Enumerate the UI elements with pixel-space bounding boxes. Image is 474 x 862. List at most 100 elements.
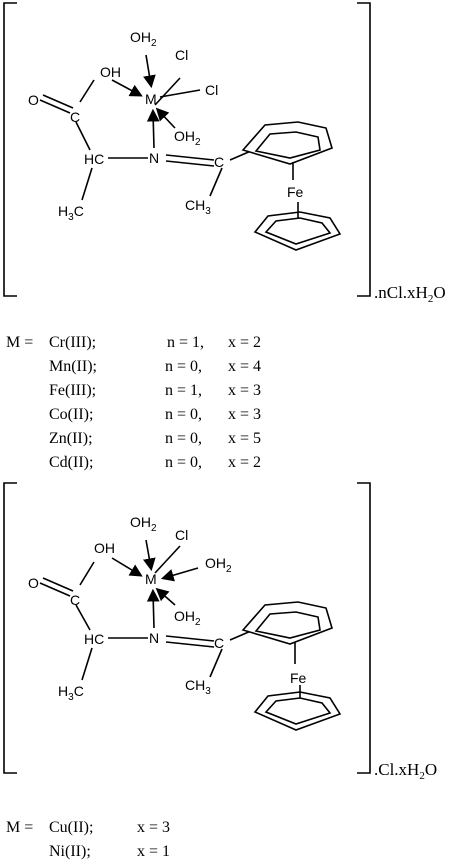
formula-suffix: .Cl.xH2O <box>374 760 437 782</box>
n-cell: n = 1, <box>167 334 204 351</box>
n-cell: n = 0, <box>165 430 202 447</box>
cyclopentadienyl-top-inner <box>254 131 321 159</box>
n-label: N <box>149 150 159 166</box>
co-double-bond-a <box>39 582 71 597</box>
n-c-double-a <box>165 154 215 161</box>
metal-cell: Fe(III); <box>49 382 96 399</box>
right-bracket <box>357 2 371 297</box>
oh2-top-label: OH2 <box>130 29 157 49</box>
table-row: Ni(II); x = 1 <box>49 843 170 860</box>
n-c-double-b <box>165 160 215 167</box>
oh2-bottom-label: OH2 <box>174 128 201 148</box>
x-cell: x = 3 <box>228 382 261 399</box>
hc-label: HC <box>84 631 104 647</box>
n-cell: n = 0, <box>165 406 202 423</box>
oh2-bottom-label: OH2 <box>174 608 201 628</box>
c-hc-bond <box>75 121 91 151</box>
n-c-double-b <box>165 641 215 648</box>
cyclopentadienyl-bottom-inner <box>264 217 332 245</box>
table-row: Cr(III); n = 1, x = 2 <box>49 334 261 351</box>
x-cell: x = 4 <box>228 358 261 375</box>
cyclopentadienyl-top-inner <box>254 611 321 639</box>
oh-label: OH <box>94 540 115 556</box>
o-label: O <box>28 92 39 108</box>
c-label: C <box>70 109 80 125</box>
m-cl1-bond <box>154 77 181 106</box>
table-row: Co(II); n = 0, x = 3 <box>49 406 261 423</box>
metal-cell: Ni(II); <box>49 843 91 860</box>
n-cell: n = 0, <box>165 454 202 471</box>
oh2-top-label: OH2 <box>130 514 157 534</box>
n-cell: n = 0, <box>165 358 202 375</box>
ch3-label: CH3 <box>185 677 211 697</box>
table-prefix: M = <box>6 334 33 351</box>
oh-to-m-arrow <box>111 557 143 577</box>
metal-cell: Mn(II); <box>49 358 97 375</box>
c-ch3-bond <box>209 648 223 678</box>
complex-1: OH OH2 Cl Cl M O C OH2 HC N C H3C CH3 Fe… <box>3 2 446 305</box>
left-bracket <box>3 482 17 774</box>
table-row: Zn(II); n = 0, x = 5 <box>49 430 261 447</box>
n-label: N <box>149 630 159 646</box>
x-cell: x = 5 <box>228 430 261 447</box>
table-prefix: M = <box>6 819 33 836</box>
imine-c-label: C <box>214 635 224 651</box>
right-bracket <box>357 482 371 774</box>
c-hc-bond <box>75 604 91 631</box>
n-cell: n = 1, <box>165 382 202 399</box>
n-to-m-arrow <box>146 588 160 629</box>
table-row: Cd(II); n = 0, x = 2 <box>49 454 261 471</box>
cl-label: Cl <box>175 527 188 543</box>
metal-cell: Cr(III); <box>49 334 96 351</box>
metal-label: M <box>145 571 157 587</box>
c-label: C <box>70 592 80 608</box>
imine-c-label: C <box>214 154 224 170</box>
m-cl2-bond <box>159 89 201 98</box>
left-bracket <box>3 2 17 297</box>
co-double-bond-b <box>42 577 74 592</box>
fe-label: Fe <box>287 184 304 200</box>
metal-cell: Cu(II); <box>49 819 93 836</box>
c-ch3-bond <box>209 167 223 197</box>
cl1-label: Cl <box>175 47 188 63</box>
table-row: Mn(II); n = 0, x = 4 <box>49 358 261 375</box>
o-label: O <box>28 575 39 591</box>
oh2b-to-m-arrow <box>155 587 176 606</box>
x-cell: x = 3 <box>228 406 261 423</box>
hc-label: HC <box>84 151 104 167</box>
n-to-m-arrow <box>146 108 160 149</box>
x-cell: x = 2 <box>228 334 261 351</box>
metal-cell: Zn(II); <box>49 430 93 447</box>
complex-2: OH OH2 Cl OH2 M O C OH2 HC N C H3C CH3 F… <box>3 482 437 782</box>
oh-to-m-arrow <box>111 79 143 97</box>
c-oh-bond <box>79 561 95 586</box>
h3c-label: H3C <box>58 203 84 223</box>
oh2r-to-m-arrow <box>160 567 199 582</box>
oh2-to-m-arrow <box>143 539 156 572</box>
hc-ch3-bond <box>81 647 93 681</box>
hc-ch3-bond <box>81 167 93 201</box>
formula-suffix: .nCl.xH2O <box>374 283 446 305</box>
metal-cell: Co(II); <box>49 406 93 423</box>
metal-cell: Cd(II); <box>49 454 93 471</box>
cyclopentadienyl-bottom-inner <box>264 697 332 725</box>
oh2-right-label: OH2 <box>205 555 232 575</box>
h3c-label: H3C <box>58 683 84 703</box>
oh-label: OH <box>100 64 121 80</box>
x-cell: x = 3 <box>137 819 170 836</box>
ch3-label: CH3 <box>185 197 211 217</box>
oh2b-to-m-arrow <box>155 107 176 129</box>
oh2-to-m-arrow <box>143 54 156 89</box>
metal-table-2: M = Cu(II); x = 3 Ni(II); x = 1 <box>6 819 170 860</box>
x-cell: x = 1 <box>137 843 170 860</box>
co-double-bond-a <box>39 99 71 114</box>
x-cell: x = 2 <box>228 454 261 471</box>
co-double-bond-b <box>42 94 74 109</box>
cl2-label: Cl <box>205 82 218 98</box>
m-cl-bond <box>154 545 181 574</box>
c-oh-bond <box>79 79 95 103</box>
metal-table-1: M = Cr(III); n = 1, x = 2 Mn(II); n = 0,… <box>6 334 261 471</box>
table-row: Cu(II); x = 3 <box>49 819 170 836</box>
n-c-double-a <box>165 635 215 642</box>
